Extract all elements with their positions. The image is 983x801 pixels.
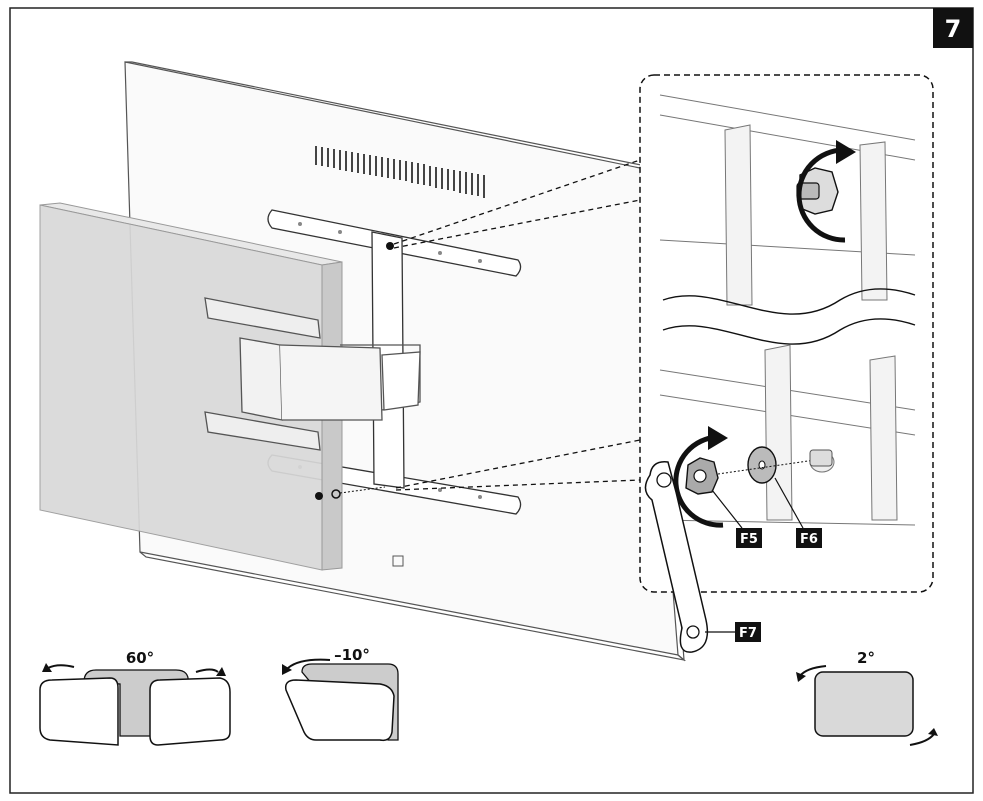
wall-block — [39, 202, 343, 571]
label-leaders — [705, 477, 804, 633]
bolt-axis — [717, 459, 816, 475]
wrench-f7 — [644, 461, 709, 653]
swivel-diagram: 60° — [39, 649, 231, 746]
label-f7: F7 — [735, 622, 761, 642]
rotate-arrow-icon — [796, 147, 846, 243]
nut-f5 — [685, 457, 719, 495]
svg-text:F5: F5 — [740, 532, 758, 547]
svg-text:F7: F7 — [739, 626, 757, 641]
bolt — [809, 449, 833, 467]
svg-text:F6: F6 — [800, 532, 818, 547]
angle-swivel: 60° — [126, 649, 154, 667]
label-f5: F5 — [736, 528, 762, 548]
label-f6: F6 — [796, 528, 822, 548]
tilt-diagram: –10° — [282, 646, 399, 742]
angle-level: 2° — [857, 649, 875, 667]
angle-tilt: –10° — [334, 646, 370, 664]
step-number: 7 — [945, 15, 962, 43]
rotate-arrow-icon-bottom — [673, 434, 724, 528]
tv-logo-badge — [392, 555, 404, 567]
washer-f6 — [747, 446, 777, 484]
tv-vent — [315, 146, 485, 198]
level-diagram: 2° — [796, 649, 938, 746]
tv-nut-detail — [315, 242, 394, 500]
page-frame — [9, 7, 974, 794]
zoom-callout — [639, 74, 934, 593]
rotate-arrow-head-icon-bottom — [708, 426, 728, 450]
wall-bracket-arm — [204, 297, 421, 451]
step-badge: 7 — [933, 8, 973, 48]
rotate-arrow-head-icon — [836, 140, 856, 164]
callout-leaders — [393, 159, 641, 491]
